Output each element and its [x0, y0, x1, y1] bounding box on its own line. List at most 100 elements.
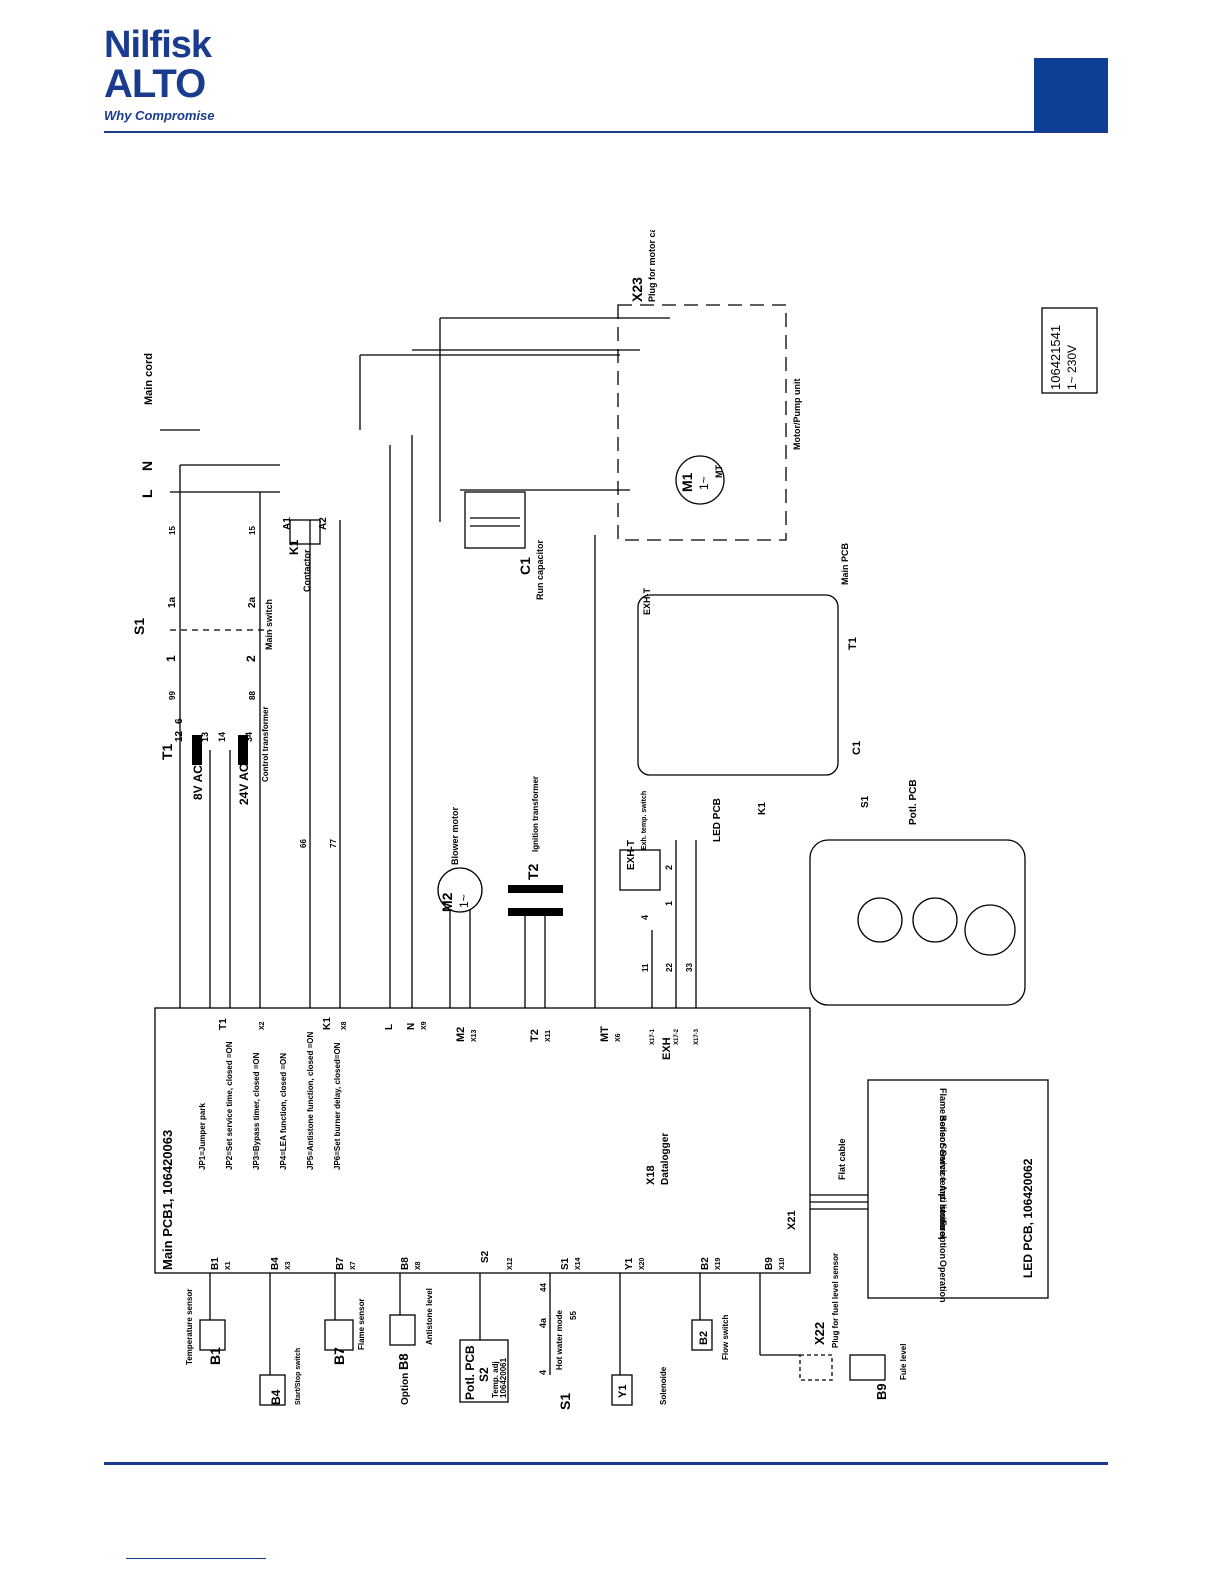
footer-short-rule [126, 1558, 266, 1559]
photo-label-main-pcb: Main PCB [840, 542, 850, 585]
wire-label-44: 44 [539, 1283, 548, 1292]
label-exht-4: 4 [640, 915, 650, 920]
label-b7: B7 [331, 1347, 347, 1365]
conn-y1: Y1 [624, 1257, 635, 1270]
conn-x19: X19 [715, 1257, 722, 1270]
label-b4: B4 [269, 1389, 283, 1405]
label-motor-pump: Motor/Pump unit [792, 379, 802, 451]
label-s1-switch: S1 [131, 618, 147, 635]
label-exht-2: 2 [664, 865, 674, 870]
main-pcb-title: Main PCB1, 106420063 [160, 1130, 175, 1270]
led-operation: Operation [938, 1260, 948, 1303]
wire-label-77: 77 [329, 839, 338, 848]
label-flame-sensor-b7: Flame sensor [357, 1298, 366, 1350]
label-s1-hot: S1 [557, 1393, 573, 1410]
label-m2-phase: 1~ [457, 894, 471, 908]
main-pcb-box [154, 1007, 811, 1274]
header-tab [1034, 58, 1108, 133]
doc-number: 106421541 [1048, 325, 1063, 390]
conn-b2: B2 [700, 1257, 711, 1270]
motor-m1-symbol [675, 455, 725, 505]
jumper-jp2: JP2=Set service time, closed =ON [225, 1041, 234, 1170]
conn-x8-bottom: X8 [415, 1261, 422, 1270]
led-boiler-limiter: Boiler Service temp. limiter [938, 1115, 948, 1232]
logo-line1: Nilfisk [104, 24, 212, 66]
label-c1: C1 [517, 557, 533, 575]
label-t1-12: 12 [174, 730, 185, 742]
led-pcb-box [867, 1079, 1049, 1299]
jumper-jp1: JP1=Jumper park [198, 1103, 207, 1170]
label-contactor: Contactor [302, 549, 312, 592]
conn-b9: B9 [764, 1257, 775, 1270]
conn-m2: M2 [455, 1027, 467, 1042]
label-main-cord: Main cord [143, 353, 155, 405]
conn-x17-3: X17-3 [694, 1028, 700, 1045]
conn-l: L [384, 1024, 395, 1030]
label-24v: 24V AC [237, 763, 251, 805]
exht-switch-box [619, 849, 661, 891]
label-t1-6: 6 [174, 718, 185, 724]
jumper-jp3: JP3=Bypass timer, closed =ON [252, 1052, 261, 1170]
label-t2: T2 [525, 863, 541, 880]
photo-knob-pot [912, 897, 958, 943]
label-t1-13: 13 [200, 732, 210, 742]
photo-socket [964, 904, 1016, 956]
conn-b1: B1 [210, 1257, 221, 1270]
led-fuel: Fuel [938, 1220, 948, 1239]
label-s1-t1a: 1a [167, 596, 178, 608]
logo-line2: ALTO [104, 62, 206, 106]
jumper-jp5: JP5=Antistone function, closed =ON [306, 1032, 315, 1170]
label-m1: M1 [679, 472, 695, 492]
label-s2: S2 [477, 1367, 491, 1382]
logo: Nilfisk ALTO Why Compromise [104, 26, 274, 128]
conn-k1: K1 [322, 1017, 333, 1030]
logo-tagline: Why Compromise [104, 108, 215, 123]
photo-label-potl: Potl. PCB [908, 779, 919, 825]
photo-main-unit [637, 594, 839, 776]
label-a1: A1 [282, 517, 293, 530]
conn-x8: X8 [341, 1021, 348, 1030]
label-flow-switch: Flow switch [721, 1315, 730, 1360]
conn-x14: X14 [575, 1257, 582, 1270]
conn-b7: B7 [335, 1257, 346, 1270]
run-capacitor-box [464, 491, 526, 549]
led-anti-stone: Anti stone option [938, 1185, 948, 1259]
conn-n: N [406, 1023, 417, 1030]
label-t1-14: 14 [217, 732, 227, 742]
conn-x10: X10 [779, 1257, 786, 1270]
label-main-switch: Main switch [264, 599, 274, 650]
label-b1: B1 [207, 1347, 223, 1365]
conn-mt: MT [599, 1026, 611, 1042]
label-s1-4: 4 [538, 1370, 548, 1375]
label-s2-number: 106420061 [499, 1357, 508, 1398]
conn-s2: S2 [480, 1250, 491, 1263]
label-exht: EXH-T [626, 840, 637, 870]
blower-motor-symbol [437, 867, 483, 913]
conn-s1: S1 [560, 1257, 571, 1270]
conn-b8: B8 [400, 1257, 411, 1270]
photo-label-k1: K1 [757, 802, 768, 815]
doc-number-box [1041, 307, 1098, 394]
label-temp-adj: Temp. adj [491, 1361, 500, 1398]
label-fule-level: Fule level [899, 1344, 908, 1380]
label-exht-desc: Exh. temp. switch [641, 791, 648, 850]
led-flame-sensor: Flame sensor [938, 1088, 948, 1147]
label-x23: X23 [629, 277, 645, 302]
label-k1: K1 [287, 539, 301, 555]
b4-box [259, 1374, 286, 1406]
label-n: N [139, 461, 155, 471]
label-x22: X22 [812, 1322, 827, 1345]
wire-label-99: 99 [168, 691, 177, 700]
contactor-coil [289, 519, 321, 545]
wire-label-66: 66 [299, 839, 308, 848]
conn-t2: T2 [529, 1029, 541, 1042]
t1-core-1 [192, 735, 202, 765]
label-exht-1: 1 [664, 901, 674, 906]
label-a2: A2 [318, 517, 329, 530]
label-hot-water-mode: Hot water mode [555, 1309, 564, 1370]
conn-x2: X2 [259, 1021, 266, 1030]
jumper-jp4: JP4=LEA function, closed =ON [279, 1053, 288, 1170]
label-m2: M2 [439, 892, 455, 912]
label-s1-t1: 1 [164, 655, 178, 662]
label-x18: X18 [645, 1165, 657, 1185]
